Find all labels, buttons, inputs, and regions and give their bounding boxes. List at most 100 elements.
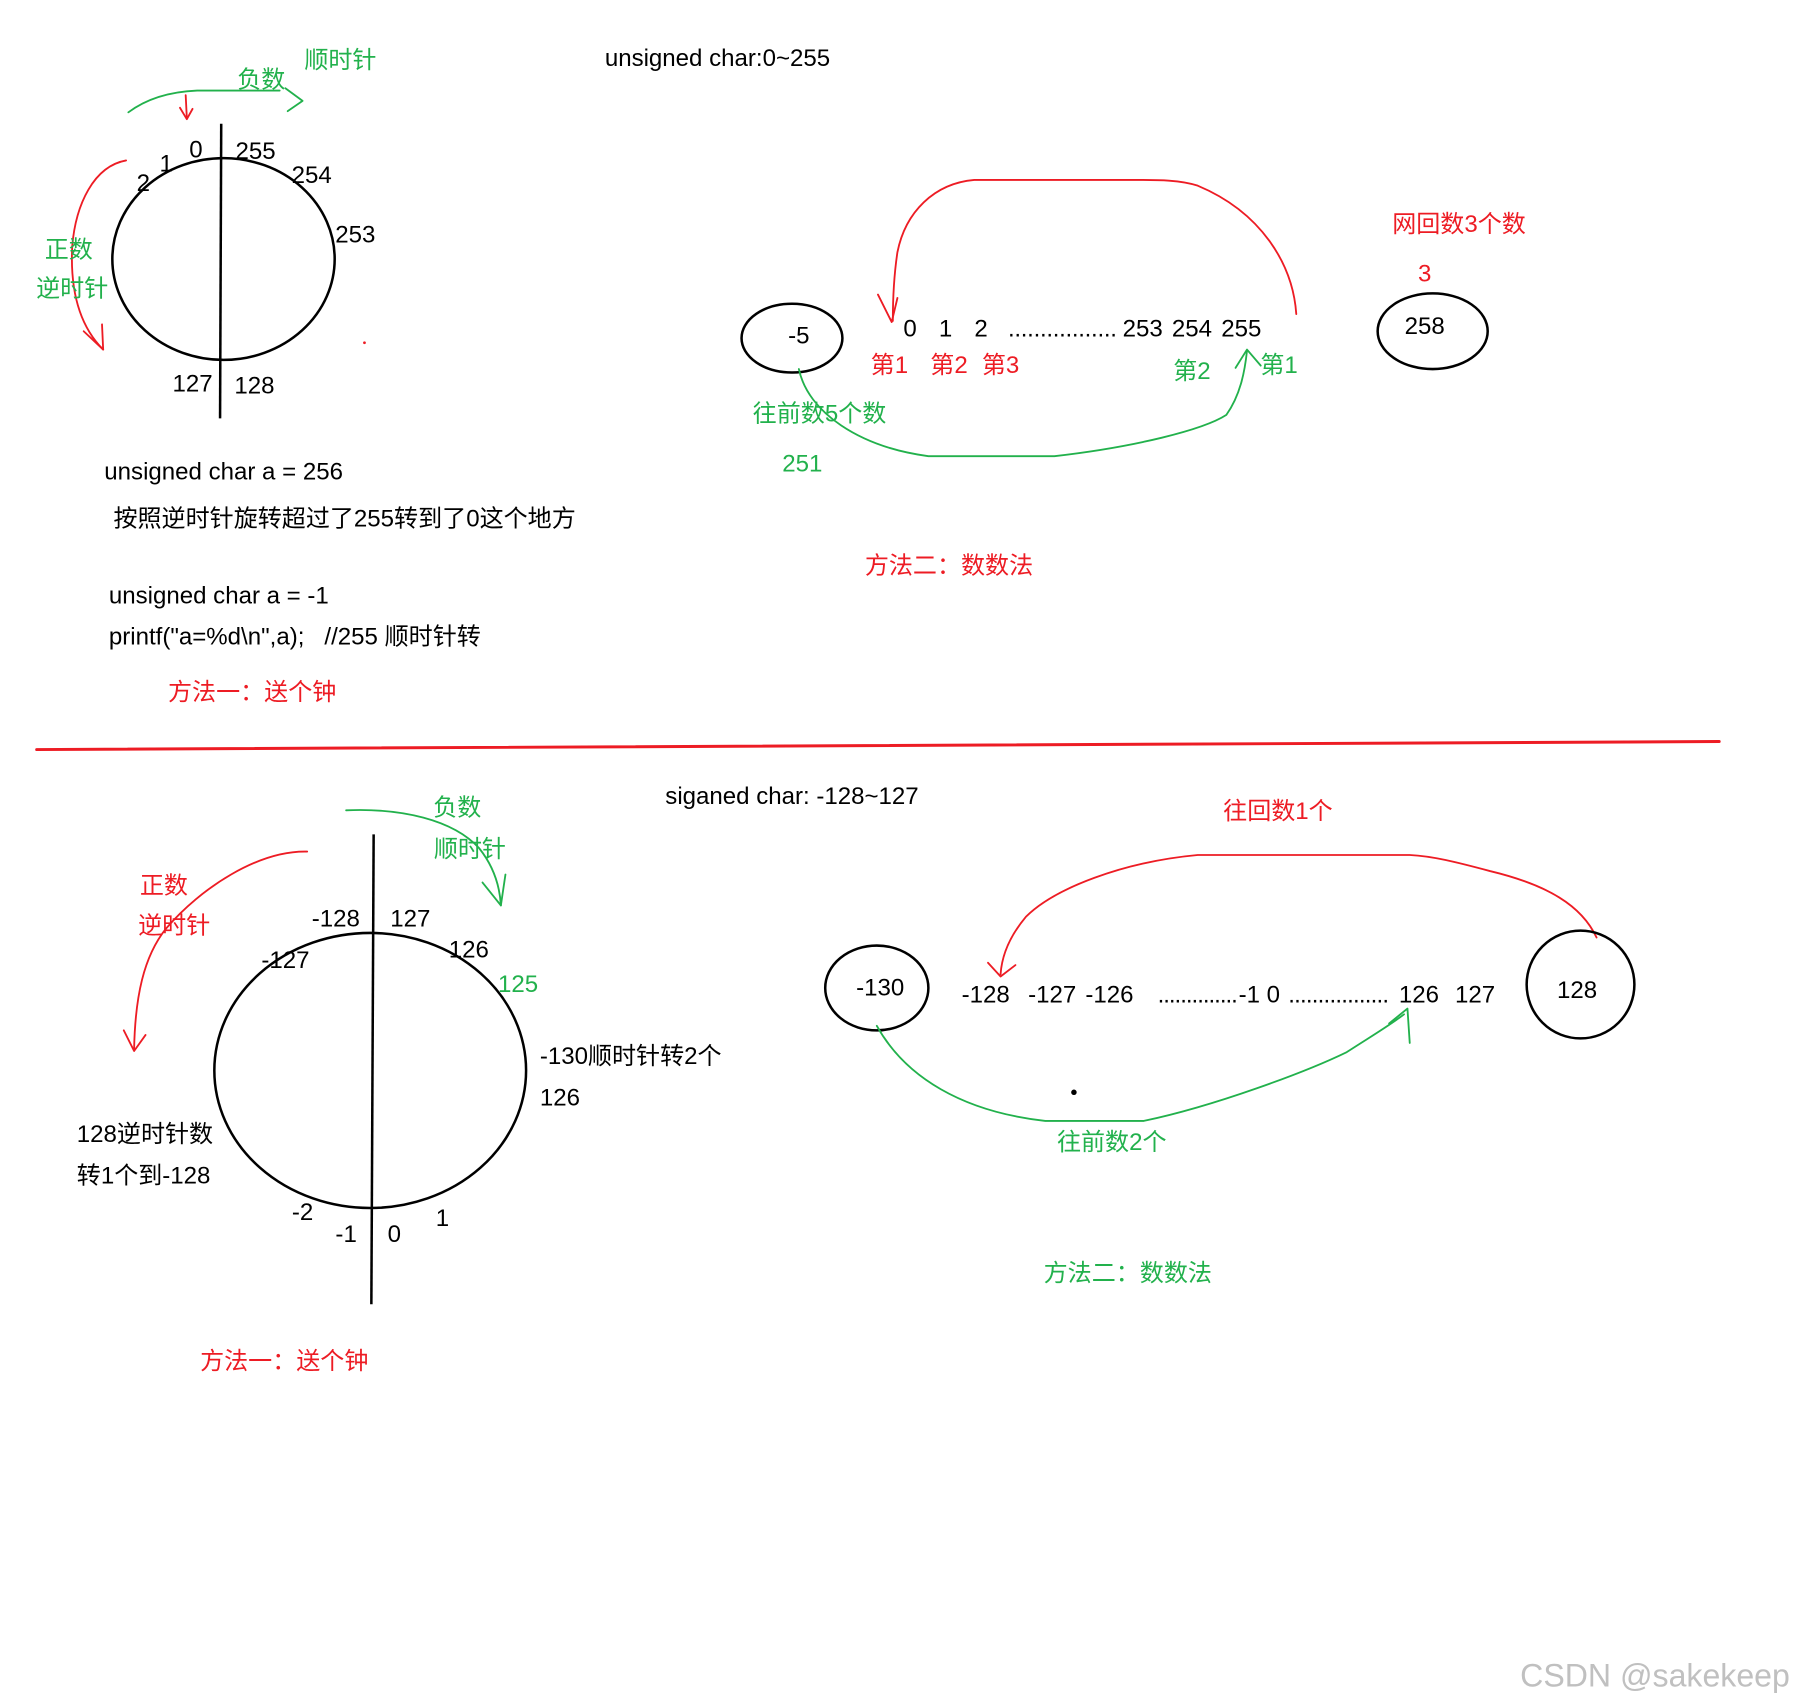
negative-label: 负数	[237, 67, 285, 94]
stray-dot	[363, 341, 366, 345]
red-result: 3	[1418, 260, 1431, 287]
sequence-item: -127	[1028, 981, 1076, 1008]
negative-label: 负数	[433, 795, 481, 822]
note-line: 按照逆时针旋转超过了255转到了0这个地方	[113, 506, 575, 533]
positive-label: 正数	[140, 872, 188, 899]
red-step: 第1	[871, 352, 908, 379]
clock-tick-128: 128	[234, 373, 274, 400]
count-forward-arrow-head	[1234, 348, 1262, 369]
note-minus130-result: 126	[540, 1084, 580, 1111]
sequence-item: 2	[974, 315, 987, 342]
sequence-ellipsis: .................	[1008, 315, 1117, 342]
sequence-item: 0	[903, 315, 916, 342]
section-divider	[35, 740, 1721, 752]
clockwise-label: 顺时针	[434, 836, 506, 863]
sequence-ellipsis: ..............	[1158, 981, 1238, 1008]
clock-tick-125: 125	[498, 971, 538, 998]
clock-tick--1: -1	[335, 1221, 356, 1248]
red-step: 第3	[982, 352, 1019, 379]
note-line: unsigned char a = 256	[104, 459, 343, 486]
clock-tick-253: 253	[335, 221, 375, 248]
sequence-item: 1	[939, 315, 952, 342]
green-note: 往前数2个	[1057, 1129, 1167, 1156]
unsigned-clock-circle	[111, 156, 336, 362]
count-forward-arrow	[797, 349, 1248, 458]
below-range-bubble	[823, 944, 930, 1032]
sequence-item: 126	[1399, 981, 1439, 1008]
below-range-value: -130	[856, 974, 904, 1001]
wrap-back-arrow-head	[877, 293, 899, 323]
clockwise-arrow-head	[481, 873, 507, 907]
unsigned-counting: -5 0 1 2 ................. 253 254 255 第…	[740, 179, 1526, 580]
counterclockwise-arrow-head	[122, 1029, 147, 1052]
sequence-item: 0	[1267, 981, 1280, 1008]
below-range-bubble	[740, 302, 844, 374]
signed-counting: 往回数1个 -130 -128 -127 -126 ..............…	[823, 798, 1636, 1287]
counterclockwise-label: 逆时针	[138, 913, 210, 940]
clock-tick-126: 126	[449, 937, 489, 964]
green-note: 往前数5个数	[753, 400, 887, 427]
sequence-item: -1	[1239, 981, 1260, 1008]
clock-tick-1: 1	[436, 1205, 449, 1232]
signed-clock: 负数 顺时针 正数 逆时针 -128 127 -127 126 125 -2 -…	[77, 795, 722, 1305]
clock-tick--128: -128	[312, 906, 360, 933]
count-forward-arrow	[875, 1013, 1405, 1122]
above-range-value: 128	[1557, 977, 1597, 1004]
note-128-line: 转1个到-128	[77, 1162, 211, 1189]
signed-clock-axis	[370, 834, 375, 1305]
counterclockwise-arrow-head	[82, 323, 105, 351]
sequence-item: 127	[1455, 981, 1495, 1008]
unsigned-clock: 负数 顺时针 正数 逆时针 0 255 1 2 254 253 127 128	[36, 47, 376, 419]
signed-section: siganed char: -128~127 负数 顺时针 正数 逆时针 -12…	[77, 783, 1636, 1375]
sequence-item: 253	[1123, 315, 1163, 342]
green-step: 第2	[1173, 358, 1210, 385]
sequence-item: -128	[962, 981, 1010, 1008]
method1-title: 方法一：送个钟	[200, 1348, 368, 1375]
green-step: 第1	[1260, 352, 1297, 379]
sequence-item: 254	[1172, 315, 1212, 342]
clock-tick-127: 127	[172, 370, 212, 397]
small-down-arrow	[184, 94, 188, 119]
unsigned-clock-axis	[218, 123, 223, 419]
red-note: 往回数1个	[1223, 798, 1333, 825]
above-range-value: 258	[1405, 313, 1445, 340]
clockwise-arrow	[127, 89, 281, 114]
note-line: printf("a=%d\n",a); //255 顺时针转	[109, 624, 481, 651]
clock-tick-1: 1	[160, 150, 173, 177]
clock-tick-2: 2	[137, 170, 150, 197]
above-range-bubble	[1376, 292, 1489, 371]
wrap-back-arrow	[891, 179, 1298, 322]
above-range-bubble	[1525, 929, 1636, 1040]
stray-dot	[1071, 1089, 1077, 1096]
clock-tick-254: 254	[292, 162, 332, 189]
count-forward-arrow-head	[1388, 1007, 1411, 1044]
signed-title: siganed char: -128~127	[665, 783, 918, 810]
signed-clock-circle	[213, 931, 528, 1210]
red-step: 第2	[930, 352, 967, 379]
clock-tick-0: 0	[189, 137, 202, 164]
red-note: 网回数3个数	[1392, 211, 1526, 238]
sequence-item: 255	[1221, 315, 1261, 342]
small-down-arrow-head	[179, 106, 194, 121]
clock-tick-127: 127	[390, 906, 430, 933]
counterclockwise-arrow	[70, 159, 127, 351]
clockwise-label: 顺时针	[304, 47, 376, 74]
green-result: 251	[782, 451, 822, 478]
sequence-ellipsis: .................	[1288, 981, 1389, 1008]
watermark: CSDN @sakekeep	[1520, 1658, 1790, 1694]
method2-title: 方法二：数数法	[865, 553, 1033, 580]
clock-tick--2: -2	[292, 1199, 313, 1226]
note-line: unsigned char a = -1	[109, 582, 329, 609]
wrap-back-arrow-head	[987, 961, 1017, 978]
method1-title: 方法一：送个钟	[168, 679, 336, 706]
counterclockwise-arrow	[133, 850, 309, 1050]
clockwise-arrow-head	[284, 87, 304, 113]
unsigned-notes: unsigned char a = 256 按照逆时针旋转超过了255转到了0这…	[104, 459, 575, 651]
sequence-item: -126	[1085, 981, 1133, 1008]
counterclockwise-label: 逆时针	[36, 275, 108, 302]
unsigned-title: unsigned char:0~255	[605, 45, 830, 72]
clockwise-arrow	[345, 809, 502, 907]
clock-tick-255: 255	[236, 138, 276, 165]
